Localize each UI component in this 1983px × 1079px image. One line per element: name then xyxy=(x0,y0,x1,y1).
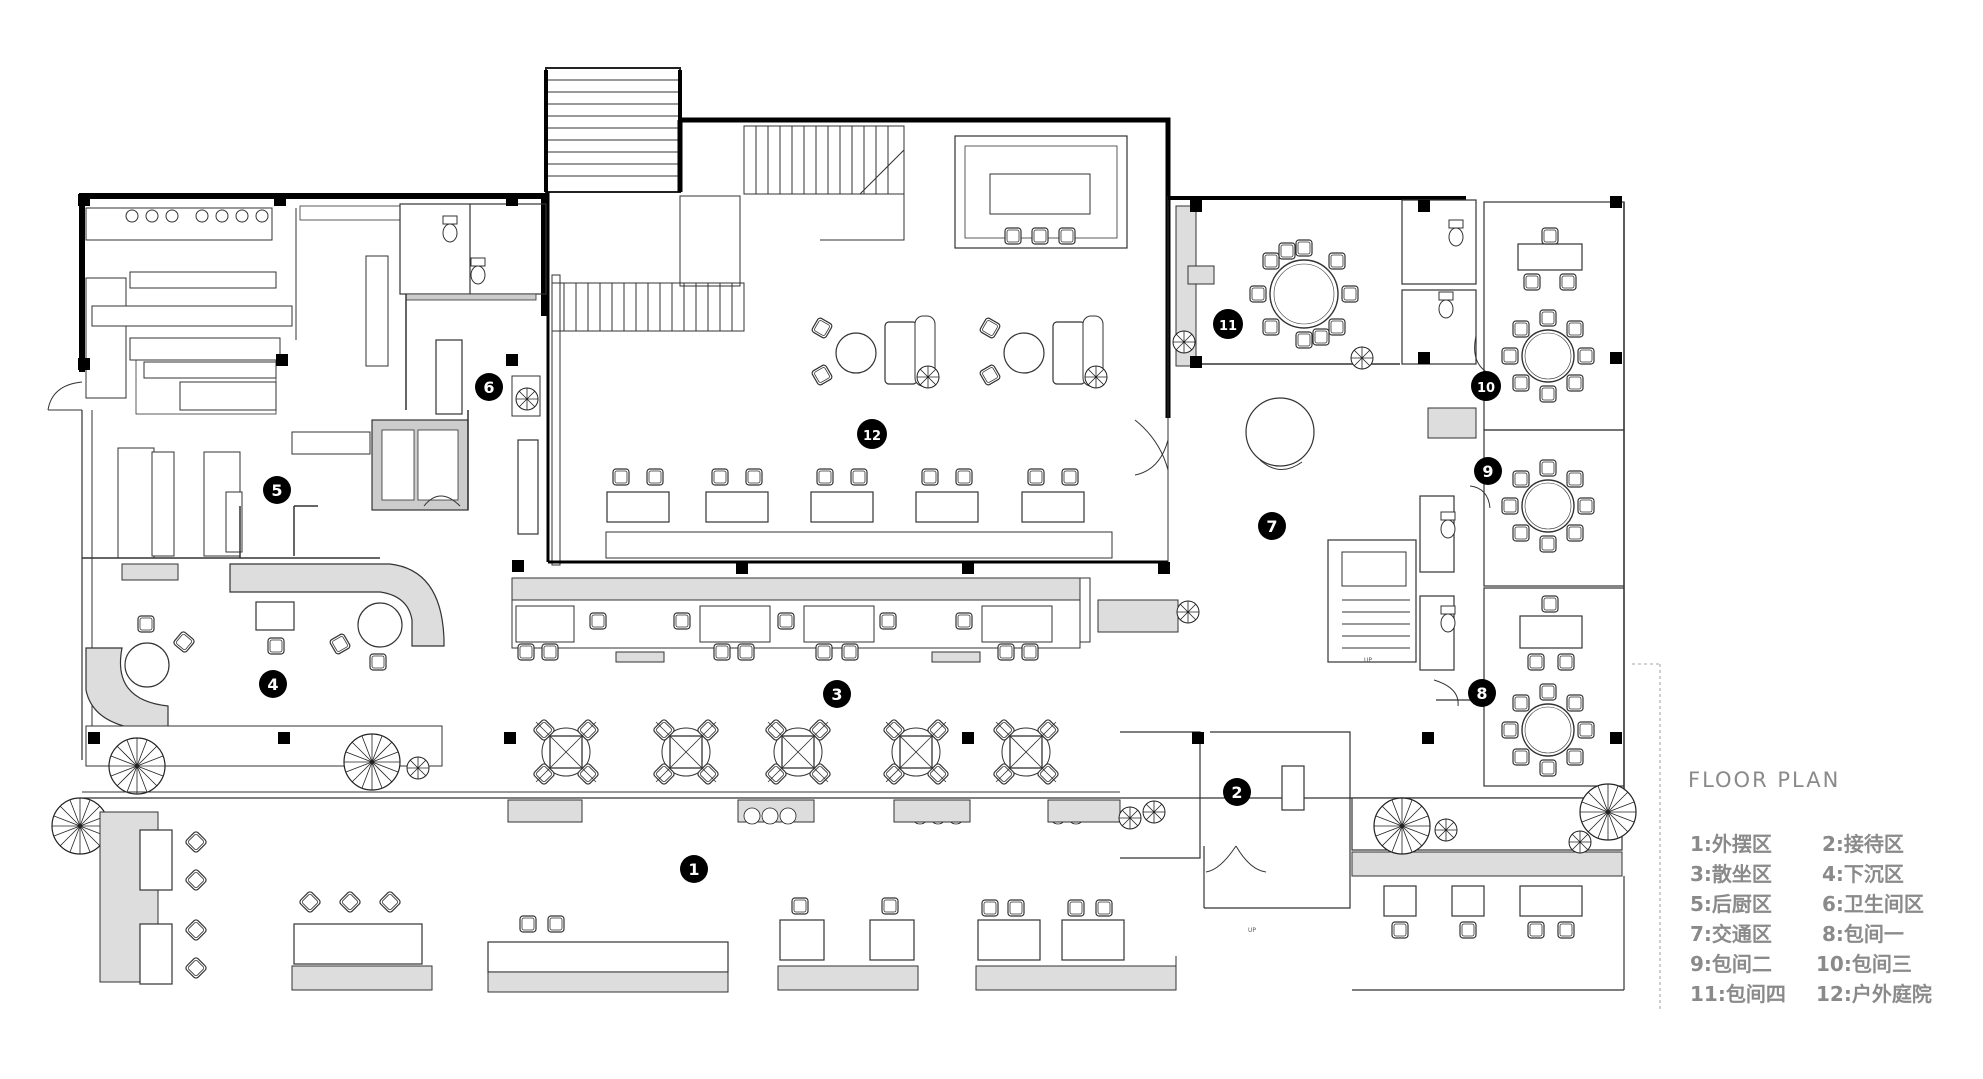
svg-text:1: 1 xyxy=(688,860,699,879)
svg-text:4: 4 xyxy=(267,675,278,694)
svg-text:11: 11 xyxy=(1219,319,1237,334)
legend-item: 12:户外庭院 xyxy=(1816,982,1932,1006)
svg-text:12: 12 xyxy=(863,429,881,444)
legend-item: 8:包间一 xyxy=(1822,922,1904,946)
legend-item: 4:下沉区 xyxy=(1822,862,1904,886)
svg-text:5: 5 xyxy=(271,481,282,500)
up-mark: UP xyxy=(1248,927,1256,934)
legend-item: 7:交通区 xyxy=(1690,922,1772,946)
legend-item: 11:包间四 xyxy=(1690,982,1786,1006)
legend-item: 3:散坐区 xyxy=(1690,862,1772,886)
svg-text:10: 10 xyxy=(1477,381,1495,396)
legend-item: 1:外摆区 xyxy=(1690,832,1772,856)
legend-title: FLOOR PLAN xyxy=(1688,768,1841,792)
legend-item: 2:接待区 xyxy=(1822,832,1904,856)
zone-markers: 1 2 3 4 5 6 7 8 9 10 11 12 xyxy=(259,309,1502,883)
svg-text:6: 6 xyxy=(483,378,494,397)
svg-text:9: 9 xyxy=(1482,462,1493,481)
legend-item: 10:包间三 xyxy=(1816,952,1912,976)
up-mark: UP xyxy=(1364,657,1372,664)
legend-item: 9:包间二 xyxy=(1690,952,1772,976)
svg-text:3: 3 xyxy=(831,685,842,704)
legend-item: 5:后厨区 xyxy=(1690,892,1772,916)
legend-item: 6:卫生间区 xyxy=(1822,892,1924,916)
svg-text:8: 8 xyxy=(1476,684,1487,703)
svg-text:2: 2 xyxy=(1231,783,1242,802)
svg-text:7: 7 xyxy=(1266,517,1277,536)
